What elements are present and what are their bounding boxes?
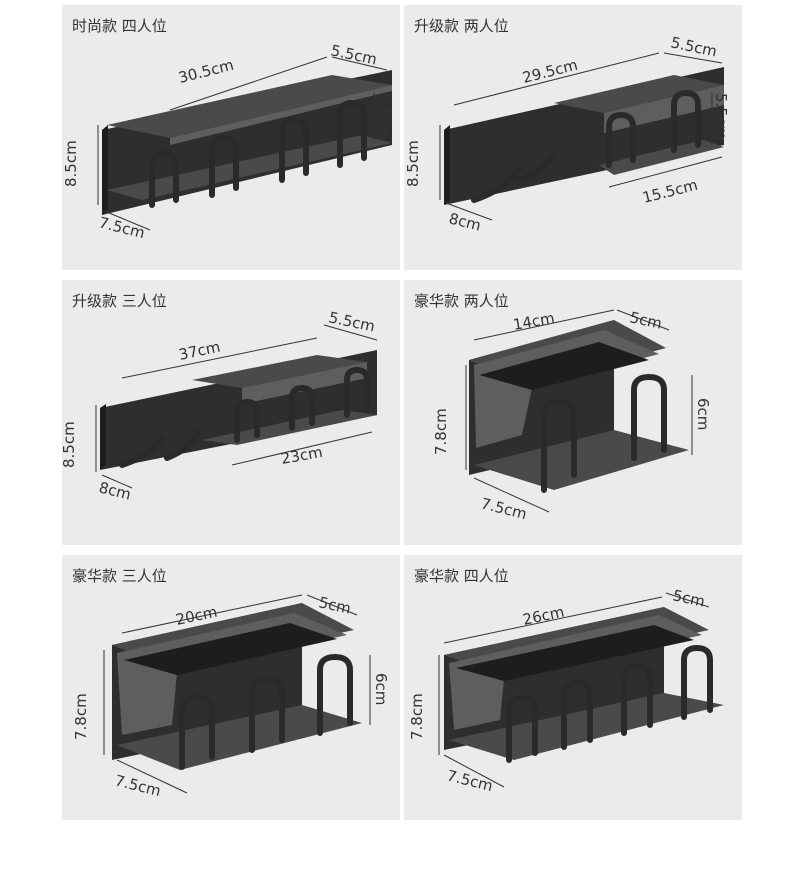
rack-illustration: 37cm 5.5cm 8.5cm 8cm 23cm [62, 308, 378, 504]
dim-cup-width: 5cm [628, 308, 663, 332]
rack-illustration: 14cm 5cm 7.8cm 6cm 7.5cm [432, 308, 712, 523]
panel-title: 豪华款 三人位 [72, 567, 167, 585]
dim-length: 14cm [512, 309, 556, 334]
dim-height: 8.5cm [62, 421, 78, 468]
panel-title: 豪华款 两人位 [414, 292, 509, 310]
product-panel-5: 豪华款 三人位 20cm 5cm 7.8cm 6cm 7.5cm [62, 555, 400, 820]
dim-cup-height: 6cm [372, 673, 390, 705]
length-dim-line [169, 56, 328, 111]
panel-title: 升级款 三人位 [72, 292, 167, 310]
panel-title: 时尚款 四人位 [72, 17, 167, 35]
product-panel-4: 豪华款 两人位 14cm 5cm 7.8cm 6cm 7.5cm [404, 280, 742, 545]
product-panel-2: 升级款 两人位 29.5cm 5.5cm 5.5cm 8.5cm 8cm 15.… [404, 5, 742, 270]
dim-height: 7.8cm [408, 693, 426, 740]
dim-cup-width: 5.5cm [329, 41, 378, 68]
panel-title: 升级款 两人位 [414, 17, 509, 35]
panel-title: 豪华款 四人位 [414, 567, 509, 585]
dim-cup-width: 5.5cm [669, 33, 718, 60]
dim-depth: 8cm [97, 478, 133, 503]
dim-length: 37cm [177, 338, 222, 364]
dim-shelf: 15.5cm [641, 176, 700, 207]
dim-cup-width: 5cm [671, 586, 706, 610]
dim-depth: 7.5cm [113, 771, 163, 800]
dim-height: 7.8cm [72, 693, 90, 740]
dim-depth: 7.5cm [479, 494, 529, 523]
dim-cup-width: 5.5cm [327, 308, 376, 335]
dim-depth: 8cm [447, 209, 483, 234]
dim-cup-height: 6cm [694, 398, 712, 430]
dim-depth: 7.5cm [97, 213, 147, 242]
dim-height: 8.5cm [404, 140, 422, 187]
dim-depth: 7.5cm [445, 766, 495, 795]
rack-illustration: 20cm 5cm 7.8cm 6cm 7.5cm [72, 593, 390, 800]
dim-cup-height: 5.5cm [712, 93, 730, 140]
rack-illustration: 30.5cm 5.5cm 5.5cm 8.5cm 7.5cm [62, 41, 392, 242]
dim-length: 30.5cm [177, 56, 236, 87]
dim-cup-height: 5.5cm [374, 93, 392, 140]
rack-illustration: 29.5cm 5.5cm 5.5cm 8.5cm 8cm 15.5cm [404, 33, 730, 234]
dim-height: 7.8cm [432, 408, 450, 455]
product-panel-6: 豪华款 四人位 26cm 5cm 7.8cm 7.5cm [404, 555, 742, 820]
dim-shelf: 23cm [280, 443, 324, 468]
dim-length: 29.5cm [521, 56, 580, 87]
dim-length: 26cm [521, 603, 566, 629]
product-panel-1: 时尚款 四人位 30.5cm 5.5cm 5.5cm 8.5cm 7.5cm [62, 5, 400, 270]
product-panel-3: 升级款 三人位 37cm 5.5cm 8.5cm 8cm 23cm [62, 280, 400, 545]
dim-height: 8.5cm [62, 140, 80, 187]
rack-illustration: 26cm 5cm 7.8cm 7.5cm [408, 586, 724, 795]
